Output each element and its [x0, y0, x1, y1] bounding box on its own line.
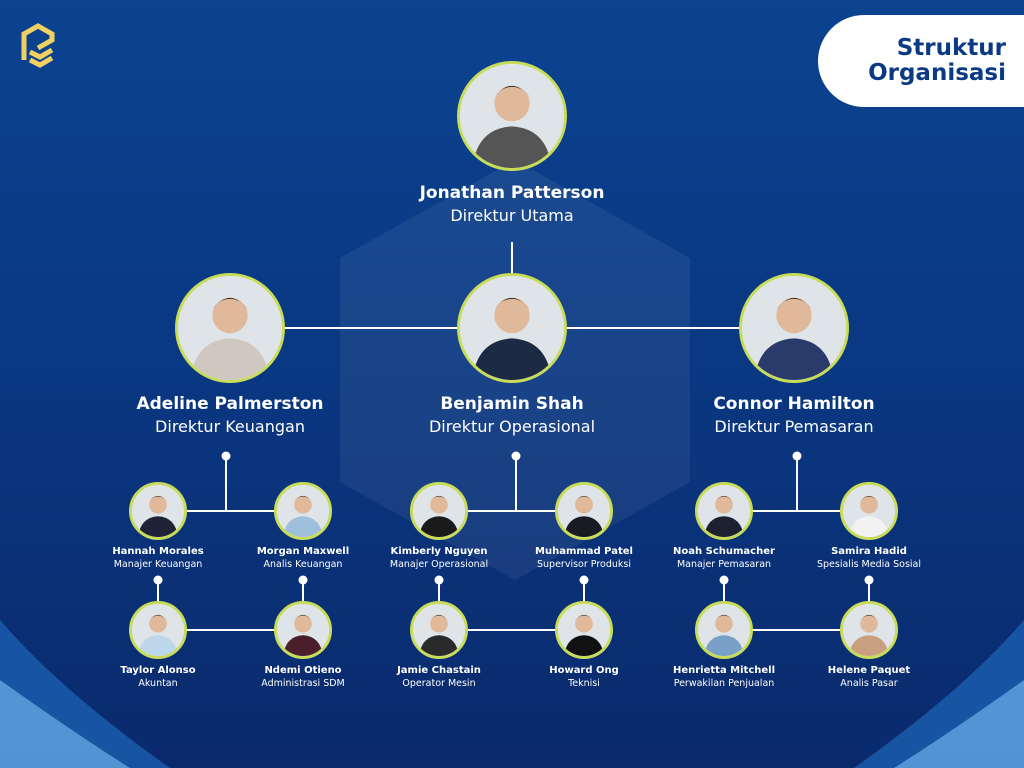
profile-photo[interactable]	[410, 482, 468, 540]
profile-photo[interactable]	[555, 601, 613, 659]
person-avatar-icon	[277, 485, 329, 537]
person-role: Direktur Utama	[450, 206, 574, 225]
connector-line	[868, 579, 870, 601]
person-avatar-icon	[132, 604, 184, 656]
connector-line	[438, 510, 585, 512]
person-role: Analis Pasar	[840, 678, 898, 689]
profile-photo[interactable]	[840, 601, 898, 659]
connector-line	[438, 579, 440, 601]
person-avatar-icon	[178, 276, 282, 380]
person-avatar-icon	[843, 485, 895, 537]
connector-line	[302, 579, 304, 601]
person-avatar-icon	[558, 485, 610, 537]
person-avatar-icon	[413, 485, 465, 537]
connector-line	[438, 629, 585, 631]
person-avatar-icon	[460, 64, 564, 168]
company-logo-icon	[21, 23, 55, 68]
person-name: Howard Ong	[549, 665, 619, 676]
person-role: Teknisi	[568, 678, 600, 689]
person-name: Samira Hadid	[831, 546, 907, 557]
connector-line	[511, 242, 513, 273]
person-name: Noah Schumacher	[673, 546, 775, 557]
person-name: Muhammad Patel	[535, 546, 633, 557]
person-name: Henrietta Mitchell	[672, 665, 776, 676]
profile-photo[interactable]	[175, 273, 285, 383]
person-role: Administrasi SDM	[261, 678, 345, 689]
person-role: Manajer Keuangan	[113, 559, 203, 570]
connector-line	[157, 629, 304, 631]
person-role: Perwakilan Penjualan	[673, 678, 775, 689]
person-avatar-icon	[413, 604, 465, 656]
person-role: Direktur Keuangan	[155, 417, 305, 436]
corner-decoration-right	[854, 620, 1024, 768]
person-role: Manajer Operasional	[389, 559, 489, 570]
person-name: Hannah Morales	[112, 546, 204, 557]
person-role: Manajer Pemasaran	[676, 559, 772, 570]
profile-photo[interactable]	[129, 482, 187, 540]
connector-line	[157, 579, 159, 601]
person-avatar-icon	[698, 485, 750, 537]
person-role: Spesialis Media Sosial	[816, 559, 922, 570]
person-role: Analis Keuangan	[263, 559, 343, 570]
person-name: Adeline Palmerston	[136, 394, 324, 414]
title-line1: Struktur	[896, 35, 1006, 61]
connector-line	[225, 455, 227, 512]
connector-line	[583, 579, 585, 601]
connector-line	[723, 629, 870, 631]
person-name: Jonathan Patterson	[419, 183, 605, 203]
profile-photo[interactable]	[840, 482, 898, 540]
profile-photo[interactable]	[410, 601, 468, 659]
person-name: Ndemi Otieno	[264, 665, 342, 676]
person-name: Connor Hamilton	[713, 394, 875, 414]
person-role: Direktur Pemasaran	[714, 417, 874, 436]
profile-photo[interactable]	[274, 601, 332, 659]
profile-photo[interactable]	[695, 601, 753, 659]
corner-decoration-left	[0, 620, 170, 768]
person-avatar-icon	[843, 604, 895, 656]
person-avatar-icon	[558, 604, 610, 656]
connector-line	[723, 579, 725, 601]
person-name: Morgan Maxwell	[256, 546, 350, 557]
person-avatar-icon	[132, 485, 184, 537]
person-avatar-icon	[277, 604, 329, 656]
title-line2: Organisasi	[868, 60, 1006, 86]
person-role: Supervisor Produksi	[537, 559, 631, 570]
connector-line	[515, 455, 517, 512]
connector-line	[157, 510, 304, 512]
profile-photo[interactable]	[739, 273, 849, 383]
person-avatar-icon	[698, 604, 750, 656]
person-role: Direktur Operasional	[428, 417, 596, 436]
title-badge: Struktur Organisasi	[818, 15, 1024, 107]
person-name: Helene Paquet	[827, 665, 911, 676]
profile-photo[interactable]	[274, 482, 332, 540]
person-avatar-icon	[460, 276, 564, 380]
person-name: Benjamin Shah	[440, 394, 584, 414]
person-name: Taylor Alonso	[120, 665, 196, 676]
person-role: Operator Mesin	[402, 678, 476, 689]
person-avatar-icon	[742, 276, 846, 380]
person-name: Kimberly Nguyen	[390, 546, 488, 557]
profile-photo[interactable]	[695, 482, 753, 540]
person-name: Jamie Chastain	[397, 665, 481, 676]
profile-photo[interactable]	[555, 482, 613, 540]
connector-line	[796, 455, 798, 512]
profile-photo[interactable]	[457, 273, 567, 383]
profile-photo[interactable]	[129, 601, 187, 659]
person-role: Akuntan	[138, 678, 178, 689]
connector-line	[723, 510, 870, 512]
profile-photo[interactable]	[457, 61, 567, 171]
